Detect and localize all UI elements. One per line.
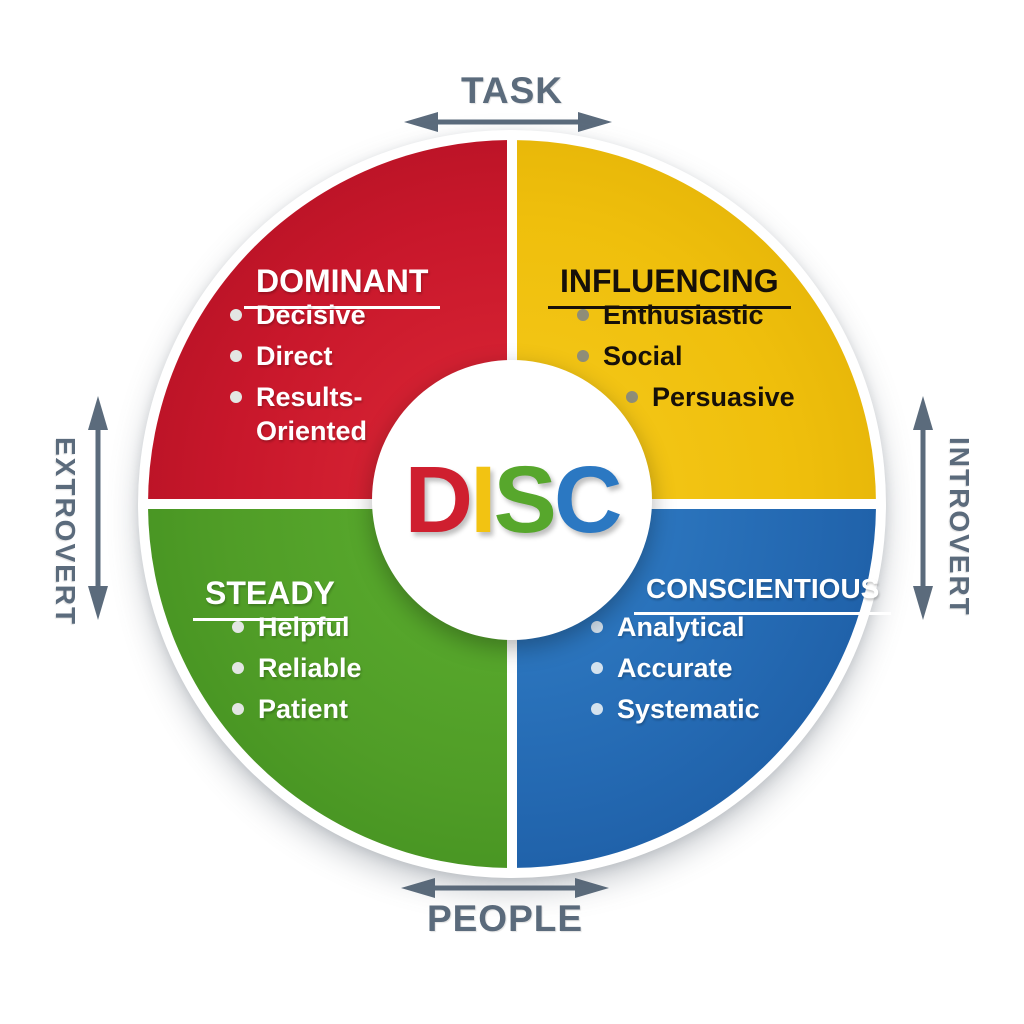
disc-letter-i: I xyxy=(470,446,496,553)
trait-label: Analytical xyxy=(617,612,745,642)
trait-label: Helpful xyxy=(258,612,350,642)
trait-label: Reliable xyxy=(258,653,362,683)
vertical-double-arrow-icon-right xyxy=(913,396,933,620)
bullet-dot-icon xyxy=(230,391,242,403)
horizontal-double-arrow-icon-bottom xyxy=(401,878,609,898)
bullet-dot-icon xyxy=(230,350,242,362)
quadrant-heading-steady: STEADY xyxy=(193,577,347,621)
bullet-dot-icon xyxy=(591,662,603,674)
trait-list-influencing: Enthusiastic Social Persuasive xyxy=(577,298,795,421)
trait-list-conscientious: Analytical Accurate Systematic xyxy=(591,610,760,733)
bullet-dot-icon xyxy=(591,703,603,715)
disc-letter-s: S xyxy=(493,446,557,553)
bullet-dot-icon xyxy=(230,309,242,321)
bullet-dot-icon xyxy=(626,391,638,403)
quadrant-heading-dominant: DOMINANT xyxy=(244,265,441,309)
axis-label-extrovert: EXTROVERT xyxy=(50,437,81,627)
trait-list-dominant: Decisive Direct Results-Oriented xyxy=(230,298,420,455)
bullet-dot-icon xyxy=(577,350,589,362)
trait-item: Persuasive xyxy=(626,380,795,414)
trait-item: Decisive xyxy=(230,298,420,332)
trait-item: Patient xyxy=(232,692,362,726)
trait-label: Direct xyxy=(256,341,333,371)
trait-item: Enthusiastic xyxy=(577,298,795,332)
quadrant-heading-conscientious: CONSCIENTIOUS xyxy=(634,575,892,616)
trait-label: Systematic xyxy=(617,694,760,724)
trait-item: Results-Oriented xyxy=(230,380,420,448)
axis-label-introvert: INTROVERT xyxy=(944,437,975,617)
bullet-dot-icon xyxy=(232,662,244,674)
quadrant-heading-influencing: INFLUENCING xyxy=(548,265,791,309)
trait-item: Reliable xyxy=(232,651,362,685)
trait-label: Enthusiastic xyxy=(603,300,764,330)
disc-center-circle: DISC xyxy=(372,360,652,640)
trait-label: Results-Oriented xyxy=(256,382,368,446)
trait-item: Helpful xyxy=(232,610,362,644)
trait-item: Systematic xyxy=(591,692,760,726)
horizontal-double-arrow-icon-top xyxy=(404,112,612,132)
trait-list-steady: Helpful Reliable Patient xyxy=(232,610,362,733)
axis-label-task: TASK xyxy=(461,70,563,111)
trait-item: Analytical xyxy=(591,610,760,644)
trait-item: Accurate xyxy=(591,651,760,685)
bullet-dot-icon xyxy=(232,703,244,715)
trait-label: Patient xyxy=(258,694,349,724)
bullet-dot-icon xyxy=(577,309,589,321)
vertical-double-arrow-icon-left xyxy=(88,396,108,620)
trait-item: Social xyxy=(577,339,795,373)
trait-label: Social xyxy=(603,341,683,371)
trait-label: Persuasive xyxy=(652,382,795,412)
trait-label: Accurate xyxy=(617,653,733,683)
disc-wordmark: DISC xyxy=(405,452,623,548)
disc-letter-c: C xyxy=(553,446,623,553)
bullet-dot-icon xyxy=(232,621,244,633)
trait-item: Direct xyxy=(230,339,420,373)
axis-label-people: PEOPLE xyxy=(426,898,584,939)
bullet-dot-icon xyxy=(591,621,603,633)
trait-label: Decisive xyxy=(256,300,366,330)
disc-letter-d: D xyxy=(404,446,474,553)
